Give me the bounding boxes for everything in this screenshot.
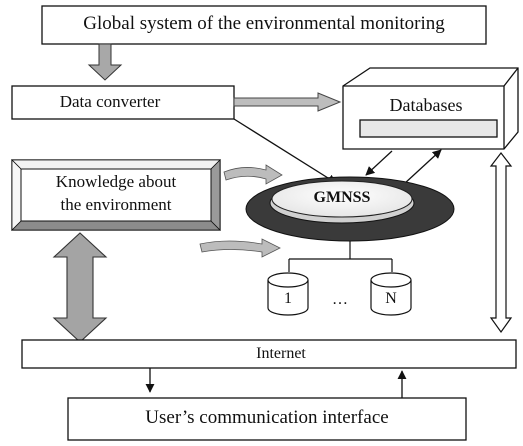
node-ellipsis: … bbox=[332, 291, 348, 308]
databases-label: Databases bbox=[389, 95, 463, 115]
global-system-label: Global system of the environmental monit… bbox=[83, 13, 445, 34]
global-system-box bbox=[41, 5, 487, 45]
gmnss-to-knowledge-curved-arrow bbox=[199, 238, 281, 258]
knowledge-to-gmnss-curved-arrow bbox=[223, 164, 283, 185]
gmnss-label: GMNSS bbox=[313, 189, 371, 206]
global-to-converter-arrow bbox=[87, 43, 123, 81]
converter-to-gmnss-arrow bbox=[233, 118, 337, 184]
internet-label: Internet bbox=[256, 345, 306, 362]
databases-box bbox=[342, 67, 519, 150]
node-first-label: 1 bbox=[284, 290, 292, 307]
knowledge-internet-double-arrow bbox=[52, 232, 108, 343]
data-converter-box bbox=[11, 85, 235, 120]
gmnss-node-connectors bbox=[288, 241, 393, 272]
user-interface-box bbox=[67, 397, 467, 441]
node-last-cylinder bbox=[370, 272, 412, 316]
converter-to-databases-arrow bbox=[233, 92, 342, 112]
gmnss-to-databases-arrow bbox=[403, 149, 442, 185]
user-interface-label: User’s communication interface bbox=[145, 407, 389, 428]
gmnss-hub bbox=[245, 176, 455, 242]
databases-internet-double-arrow bbox=[489, 152, 513, 334]
node-last-label: N bbox=[385, 290, 397, 307]
data-converter-label: Data converter bbox=[59, 92, 161, 111]
knowledge-label-line2: the environment bbox=[60, 195, 172, 214]
knowledge-label-line1: Knowledge about bbox=[55, 172, 177, 191]
node-first-cylinder bbox=[267, 272, 309, 316]
knowledge-box bbox=[11, 159, 221, 231]
database-drive-slot bbox=[359, 119, 498, 138]
internet-bar bbox=[21, 339, 517, 369]
databases-to-gmnss-arrow bbox=[365, 150, 393, 176]
